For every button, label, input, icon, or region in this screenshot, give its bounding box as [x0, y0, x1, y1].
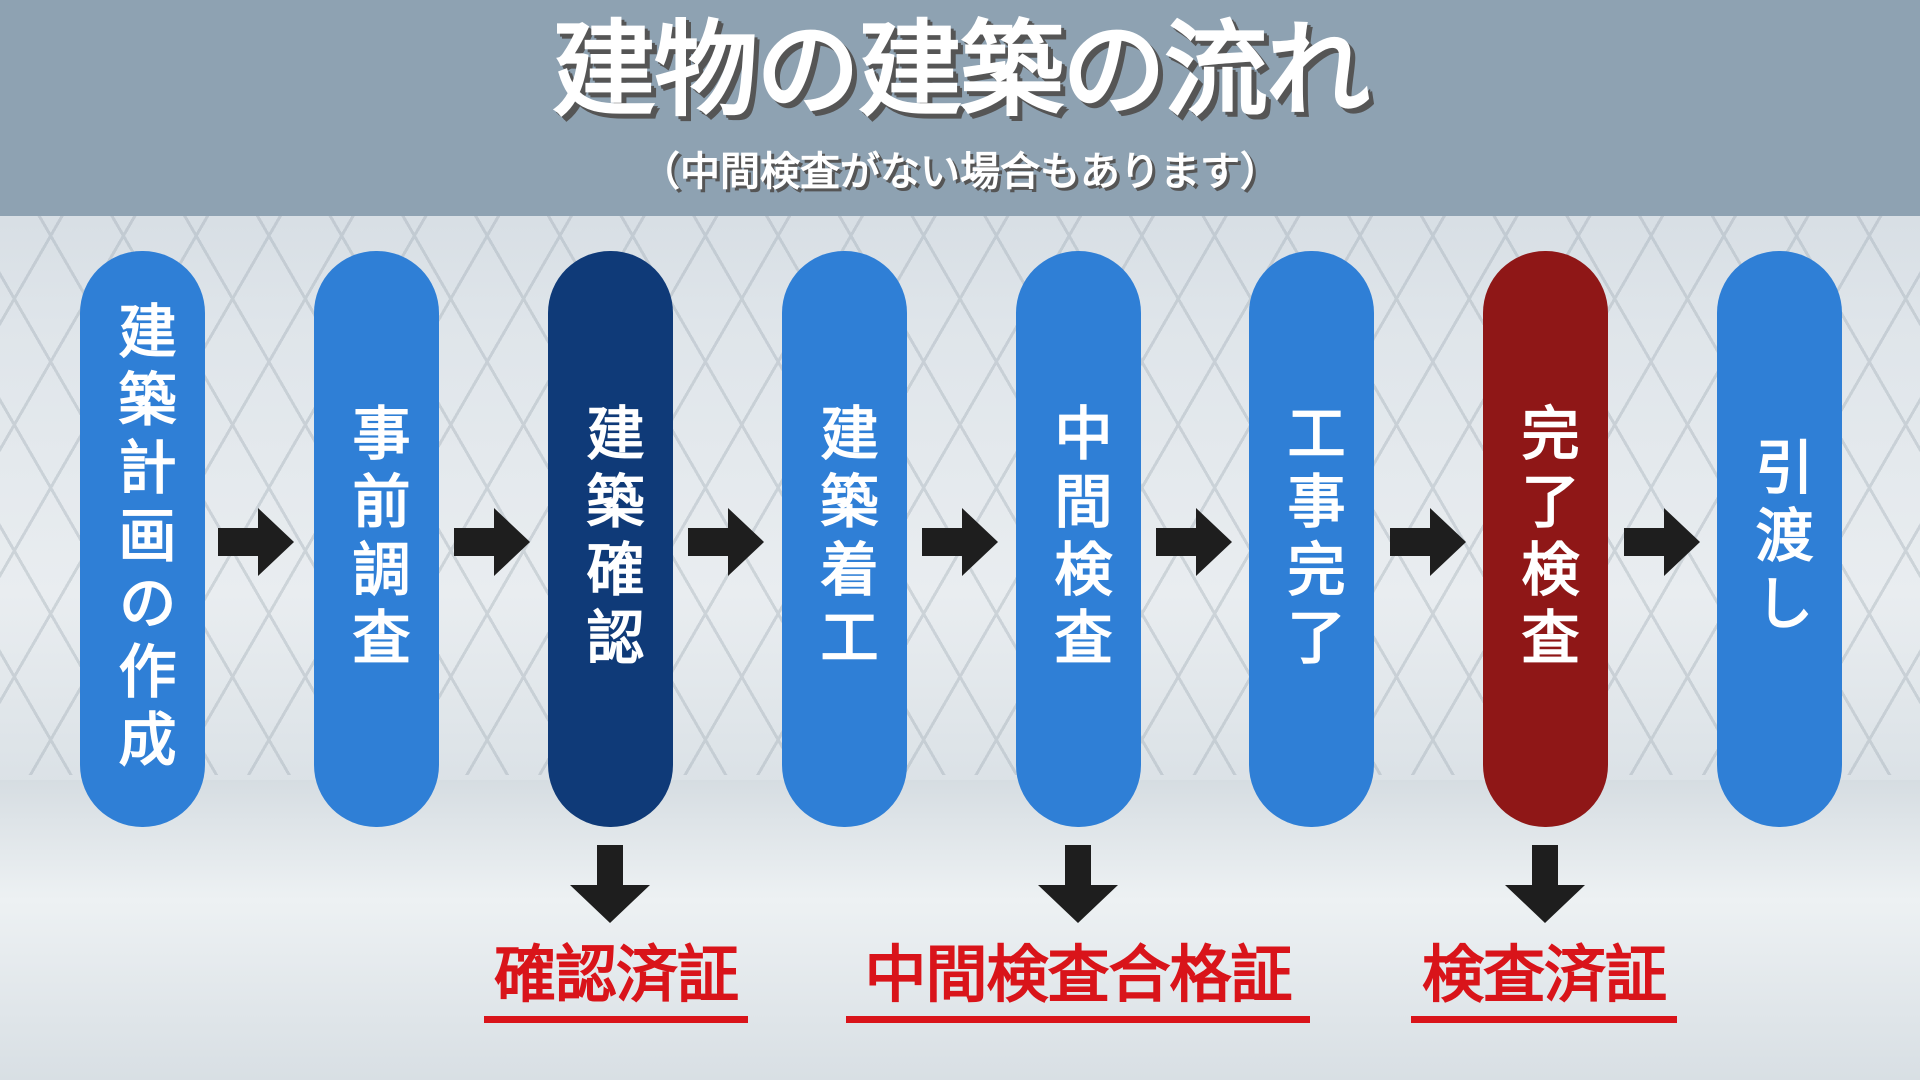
certificate-confirmation: 確認済証 [484, 938, 748, 1023]
arrow-down-icon [1505, 845, 1585, 923]
arrow-down-icon [570, 845, 650, 923]
step-construction-complete: 工事完了 [1249, 251, 1374, 827]
step-label: 中間検査 [1044, 403, 1113, 675]
certificate-inspection-complete: 検査済証 [1411, 938, 1677, 1023]
arrow-right-icon [1624, 508, 1700, 576]
step-label: 建築確認 [576, 403, 645, 675]
step-label: 完了検査 [1511, 403, 1580, 675]
warehouse-background [0, 215, 1920, 775]
step-building-plan: 建築計画の作成 [80, 251, 205, 827]
arrow-right-icon [1156, 508, 1232, 576]
arrow-down-icon [1038, 845, 1118, 923]
step-label: 引渡し [1745, 437, 1814, 641]
step-interim-inspection: 中間検査 [1016, 251, 1141, 827]
header-band: 建物の建築の流れ （中間検査がない場合もあります） [0, 0, 1920, 216]
step-building-confirmation: 建築確認 [548, 251, 673, 827]
step-label: 建築着工 [810, 403, 879, 675]
step-label: 建築計画の作成 [108, 301, 177, 777]
step-label: 事前調査 [342, 403, 411, 675]
step-label: 工事完了 [1277, 403, 1346, 675]
arrow-right-icon [688, 508, 764, 576]
step-preliminary-survey: 事前調査 [314, 251, 439, 827]
arrow-right-icon [454, 508, 530, 576]
page-subtitle: （中間検査がない場合もあります） [640, 149, 1280, 195]
step-construction-start: 建築着工 [782, 251, 907, 827]
arrow-right-icon [1390, 508, 1466, 576]
step-handover: 引渡し [1717, 251, 1842, 827]
step-completion-inspection: 完了検査 [1483, 251, 1608, 827]
page-title: 建物の建築の流れ [551, 9, 1370, 131]
arrow-right-icon [218, 508, 294, 576]
certificate-interim-inspection: 中間検査合格証 [846, 938, 1310, 1023]
arrow-right-icon [922, 508, 998, 576]
warehouse-floor [0, 780, 1920, 1080]
